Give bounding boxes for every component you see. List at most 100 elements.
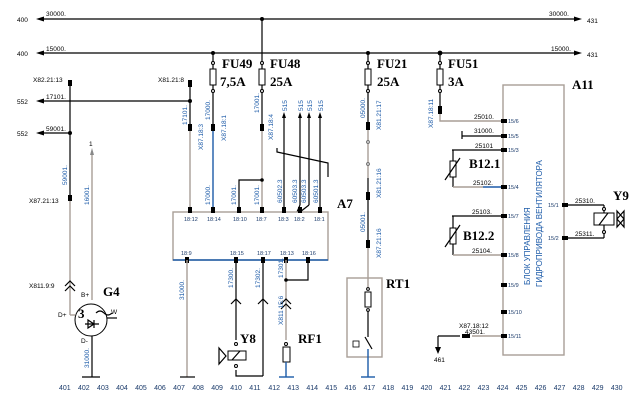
connector-label: X87.18:1 [221, 115, 228, 141]
g4-terminal: D+ [58, 312, 67, 319]
a7-pin [260, 207, 264, 213]
fuse-fu49: FU49 7,5A [209, 53, 253, 126]
a11-title: ГИДРОПРИВОДА ВЕНТИЛЯТОРА [535, 160, 544, 287]
a7-lower: 31000. 17300. 17302. Y8 17301. X811 15:6… [179, 258, 322, 378]
a11-pin [501, 334, 507, 338]
axis-label: 403 [97, 385, 109, 392]
connector-label: X87.21:13 [29, 198, 59, 205]
y8-label: Y8 [240, 331, 256, 346]
wire-label: 515 [307, 100, 314, 111]
connector-label: X87.18:12 [459, 323, 489, 330]
axis-label: 410 [230, 385, 242, 392]
a11-pin [562, 203, 568, 207]
connector-label: X87.21:16 [376, 228, 383, 258]
axis-label: 430 [611, 385, 623, 392]
a7-pin [298, 207, 302, 213]
wire-label: 17000. [205, 100, 212, 120]
valve-y9: Y9 [593, 188, 629, 238]
fuse-fu21: FU21 25A [364, 53, 407, 125]
a11-pin-label: 15/8 [508, 253, 519, 259]
connector-label: X811.9:9 [29, 283, 55, 290]
a11-pin [501, 185, 507, 189]
axis-label: 407 [173, 385, 185, 392]
b12-1-label: B12.1 [469, 156, 500, 171]
wire-label: 60503.3 [292, 179, 299, 203]
fuse-rating: 25A [270, 74, 293, 89]
axis-label: 405 [135, 385, 147, 392]
axis-label: 402 [78, 385, 90, 392]
wire-label: 25311. [575, 231, 595, 238]
a11-pin [501, 119, 507, 123]
fuse-rating: 3A [448, 74, 465, 89]
wire-label: 515 [298, 100, 305, 111]
axis-label: 426 [535, 385, 547, 392]
axis-label: 429 [592, 385, 604, 392]
connector-label: X87.18:3 [198, 124, 205, 150]
a7-pin-label: 18:7 [256, 217, 267, 223]
connector-label: X81.21:17 [376, 100, 383, 130]
wire-label: 25310. [575, 198, 595, 205]
ref-label: 1 [89, 141, 93, 148]
connector-label: X87.18:4 [268, 114, 275, 140]
wire-label: 25101 [475, 143, 493, 150]
axis-label: 408 [192, 385, 204, 392]
wire-label: 30000. [549, 11, 569, 18]
fuse-name: FU21 [377, 56, 407, 71]
axis-label: 416 [344, 385, 356, 392]
a11-pin-label: 15/10 [508, 310, 522, 316]
ref-left: 552 [17, 131, 28, 138]
a7-pin-label: 18:14 [207, 217, 221, 223]
axis-label: 428 [573, 385, 585, 392]
wire-label: 17001. [254, 93, 261, 113]
connector-label: X87.18:11 [428, 98, 435, 128]
a7-pin [237, 207, 241, 213]
axis-label: 409 [211, 385, 223, 392]
g4-circuit: 3 G4 B+ D+ D- W X82.21:13 X87.21:13 X811… [29, 77, 120, 378]
axis-label: 427 [554, 385, 566, 392]
wire-label: 515 [282, 100, 289, 111]
g4-label: G4 [103, 284, 120, 299]
a7-wiring: X81.21:8 17101. X87.18:3 17000. X87.18:1… [158, 77, 329, 213]
fuse-rating: 25A [377, 74, 400, 89]
g4-terminal: W [111, 309, 118, 316]
a7-pin-label: 18:12 [184, 217, 198, 223]
sensor-rf1: RF1 [279, 331, 322, 378]
a11-pin-label: 15/6 [508, 119, 519, 125]
axis-label: 425 [516, 385, 528, 392]
wire-label: 31000. [474, 128, 494, 135]
wire-label: 59001. [62, 165, 69, 185]
wire-label: 05000. [360, 98, 367, 118]
wire-label: 17101. [182, 105, 189, 125]
a11-pin-label: 15/7 [508, 214, 519, 220]
fuse-name: FU51 [448, 56, 478, 71]
wire-label: 60502.3 [277, 179, 284, 203]
a7-pin-label: 18:9 [181, 251, 192, 257]
y9-label: Y9 [613, 188, 629, 203]
a11-pin [501, 214, 507, 218]
fuse-name: FU48 [270, 56, 301, 71]
a11-pin-label: 15/3 [508, 148, 519, 154]
a11-title: БЛОК УПРАВЛЕНИЯ [523, 207, 532, 285]
a11-pin [562, 236, 568, 240]
wire-label: 17301. [278, 258, 285, 278]
g4-phase-label: 3 [78, 306, 85, 321]
wire-label: 05001. [360, 212, 367, 232]
ref-label: 461 [434, 357, 445, 364]
a7-pin-label: 18:13 [280, 251, 294, 257]
a11-pin-label: 15/4 [508, 185, 519, 191]
connector-label: X82.21:13 [33, 77, 63, 84]
a11-pin [501, 283, 507, 287]
a7-pin-label: 18:2 [294, 217, 305, 223]
wire-label: 25010. [474, 114, 494, 121]
axis-label: 421 [440, 385, 452, 392]
a7-pin-label: 18:17 [257, 251, 271, 257]
wire-label: 17001. [254, 185, 261, 205]
wire-label: 25104. [472, 248, 492, 255]
wire-label: 25102. [473, 180, 493, 187]
a11-pin-label: 15/11 [508, 334, 521, 340]
wire-label: 59001. [46, 126, 66, 133]
wire-label: 31000. [179, 280, 186, 300]
